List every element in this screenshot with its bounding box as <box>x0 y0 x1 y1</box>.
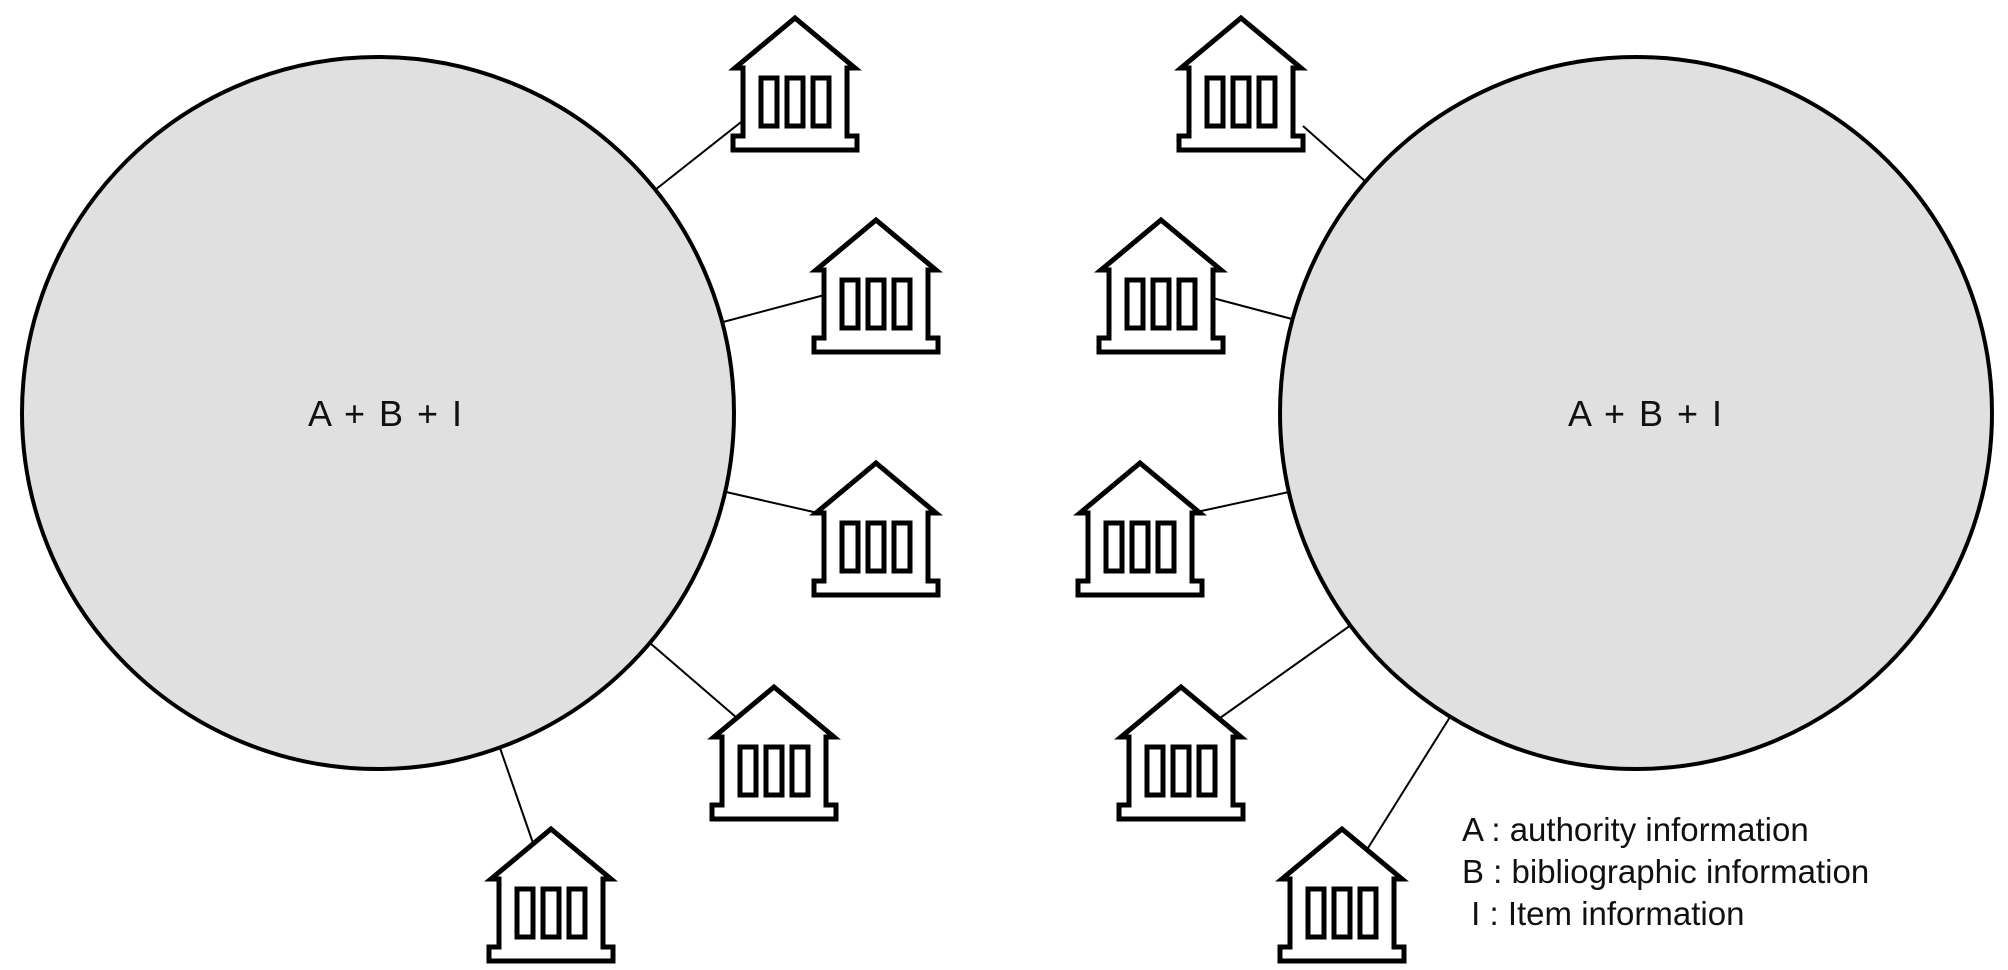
library-building-icon <box>1280 829 1404 961</box>
library-building-icon <box>733 18 857 150</box>
legend-item-b: B : bibliographic information <box>1462 853 1869 890</box>
library-building-icon <box>1099 220 1223 352</box>
library-building-icon <box>712 687 836 819</box>
library-building-icon <box>489 829 613 961</box>
legend: A : authority information B : bibliograp… <box>1462 811 1869 932</box>
connector-line <box>1367 716 1451 849</box>
circle-label: A + B + I <box>1568 393 1724 434</box>
connector-line <box>499 747 534 844</box>
library-building-icon <box>1179 18 1303 150</box>
left-cluster: A + B + I <box>20 18 938 961</box>
circle-label: A + B + I <box>308 393 464 434</box>
connector-line <box>1219 624 1352 719</box>
connector-line <box>725 491 819 514</box>
connector-line <box>1302 125 1367 183</box>
library-building-icon <box>1078 463 1202 595</box>
right-cluster: A + B + I <box>1078 18 1994 961</box>
connector-line <box>722 292 833 323</box>
legend-item-a: A : authority information <box>1462 811 1809 848</box>
connector-line <box>1191 491 1290 514</box>
connector-line <box>649 642 738 719</box>
connector-line <box>1204 295 1293 320</box>
connector-line <box>654 114 751 191</box>
library-building-icon <box>814 220 938 352</box>
shared-database-circle <box>1278 55 1994 771</box>
shared-database-circle <box>20 55 736 771</box>
library-building-icon <box>814 463 938 595</box>
legend-item-i: I : Item information <box>1462 895 1744 932</box>
library-building-icon <box>1119 687 1243 819</box>
